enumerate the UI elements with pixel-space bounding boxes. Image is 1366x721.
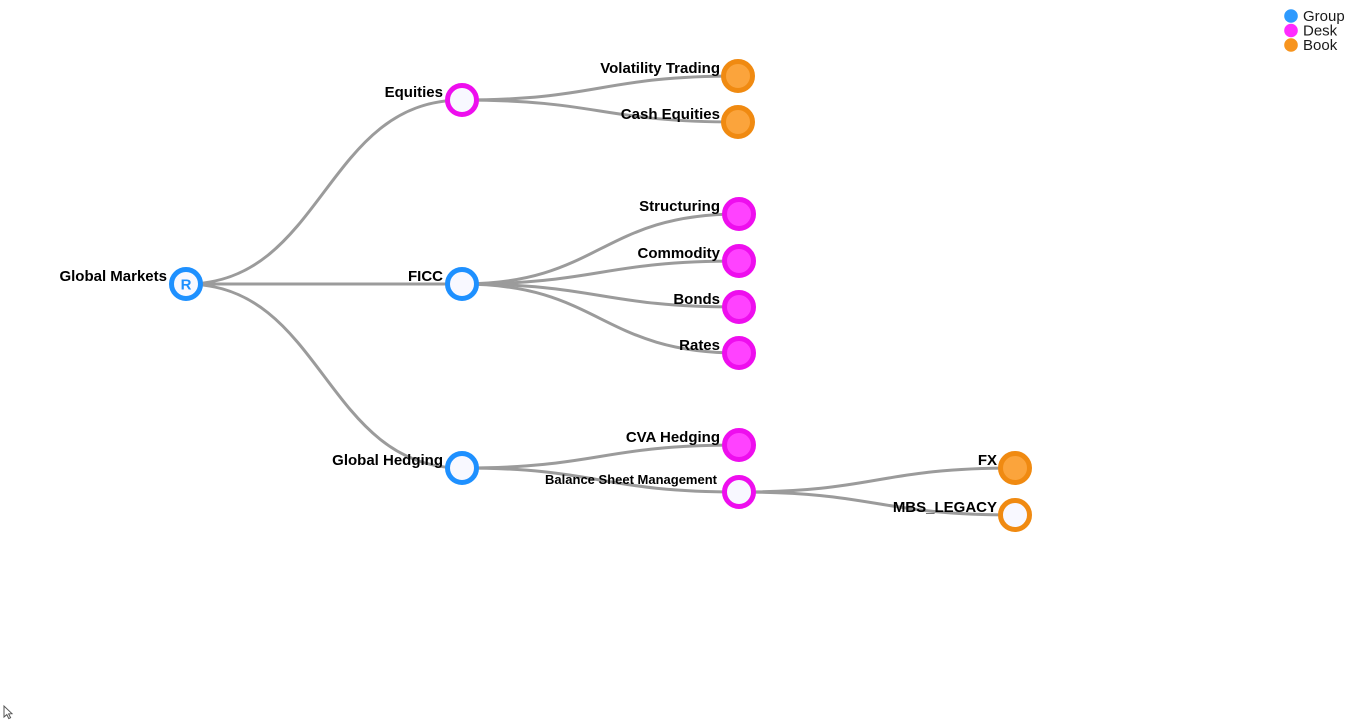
node-global-markets[interactable]: R Global Markets: [59, 267, 203, 301]
node-structuring[interactable]: Structuring: [639, 197, 756, 231]
node-bonds-label[interactable]: Bonds: [673, 291, 720, 308]
mouse-cursor: [3, 704, 14, 720]
node-mbs-legacy[interactable]: MBS_LEGACY: [893, 498, 1032, 532]
node-equities[interactable]: Equities: [385, 83, 479, 117]
node-rates[interactable]: Rates: [679, 336, 756, 370]
legend-desk-label: Desk: [1303, 23, 1338, 40]
node-cva-hedging-label[interactable]: CVA Hedging: [626, 429, 720, 446]
node-balance-sheet-management-circle[interactable]: [722, 475, 756, 509]
node-structuring-circle[interactable]: [722, 197, 756, 231]
node-cva-hedging-circle[interactable]: [722, 428, 756, 462]
node-balance-sheet-management[interactable]: Balance Sheet Management: [545, 472, 756, 509]
link-global-hedging-balance-sheet-management: [461, 466, 740, 494]
node-cash-equities-circle[interactable]: [721, 105, 755, 139]
link-global-hedging-cva-hedging: [461, 443, 740, 470]
legend-book-dot-icon: [1284, 38, 1298, 52]
node-equities-label[interactable]: Equities: [385, 84, 443, 101]
link-balance-sheet-management-mbs-legacy: [738, 490, 1016, 517]
link-global-markets-global-hedging: [185, 282, 463, 470]
node-balance-sheet-management-label[interactable]: Balance Sheet Management: [545, 472, 718, 487]
node-ficc-label[interactable]: FICC: [408, 268, 443, 285]
node-global-hedging-circle[interactable]: [445, 451, 479, 485]
node-rates-circle[interactable]: [722, 336, 756, 370]
node-structuring-label[interactable]: Structuring: [639, 198, 720, 215]
legend-group-dot-icon: [1284, 9, 1298, 23]
node-cash-equities-label[interactable]: Cash Equities: [621, 106, 720, 123]
link-balance-sheet-management-fx: [738, 466, 1016, 494]
nodes-layer: R Global Markets Equities FICC Global He…: [59, 59, 1032, 532]
link-ficc-rates: [461, 282, 740, 355]
node-bonds[interactable]: Bonds: [673, 290, 756, 324]
node-global-markets-circle[interactable]: [169, 267, 203, 301]
legend-book-label: Book: [1303, 37, 1338, 54]
node-global-markets-label[interactable]: Global Markets: [59, 268, 167, 285]
node-mbs-legacy-label[interactable]: MBS_LEGACY: [893, 499, 997, 516]
node-volatility-trading-circle[interactable]: [721, 59, 755, 93]
link-ficc-bonds: [461, 282, 740, 309]
legend-desk-dot-icon: [1284, 23, 1298, 38]
node-commodity-circle[interactable]: [722, 244, 756, 278]
links-layer: [185, 74, 1016, 517]
link-ficc-structuring: [461, 212, 740, 286]
node-volatility-trading[interactable]: Volatility Trading: [600, 59, 755, 93]
node-volatility-trading-label[interactable]: Volatility Trading: [600, 60, 720, 77]
node-fx-circle[interactable]: [998, 451, 1032, 485]
legend-group-label: Group: [1303, 8, 1345, 25]
node-global-markets-badge: R: [181, 277, 192, 294]
node-global-hedging[interactable]: Global Hedging: [332, 451, 479, 485]
node-cva-hedging[interactable]: CVA Hedging: [626, 428, 756, 462]
node-bonds-circle[interactable]: [722, 290, 756, 324]
link-equities-volatility-trading: [461, 74, 739, 102]
node-rates-label[interactable]: Rates: [679, 337, 720, 354]
node-commodity-label[interactable]: Commodity: [638, 245, 721, 262]
node-cash-equities[interactable]: Cash Equities: [621, 105, 755, 139]
legend: Group Desk Book: [1284, 8, 1345, 54]
node-commodity[interactable]: Commodity: [638, 244, 756, 278]
node-global-hedging-label[interactable]: Global Hedging: [332, 452, 443, 469]
node-ficc[interactable]: FICC: [408, 267, 479, 301]
node-fx[interactable]: FX: [978, 451, 1032, 485]
node-fx-label[interactable]: FX: [978, 452, 997, 469]
link-global-markets-equities: [185, 98, 463, 286]
link-ficc-commodity: [461, 259, 740, 286]
link-equities-cash-equities: [461, 98, 739, 124]
node-mbs-legacy-circle[interactable]: [998, 498, 1032, 532]
node-equities-circle[interactable]: [445, 83, 479, 117]
node-ficc-circle[interactable]: [445, 267, 479, 301]
